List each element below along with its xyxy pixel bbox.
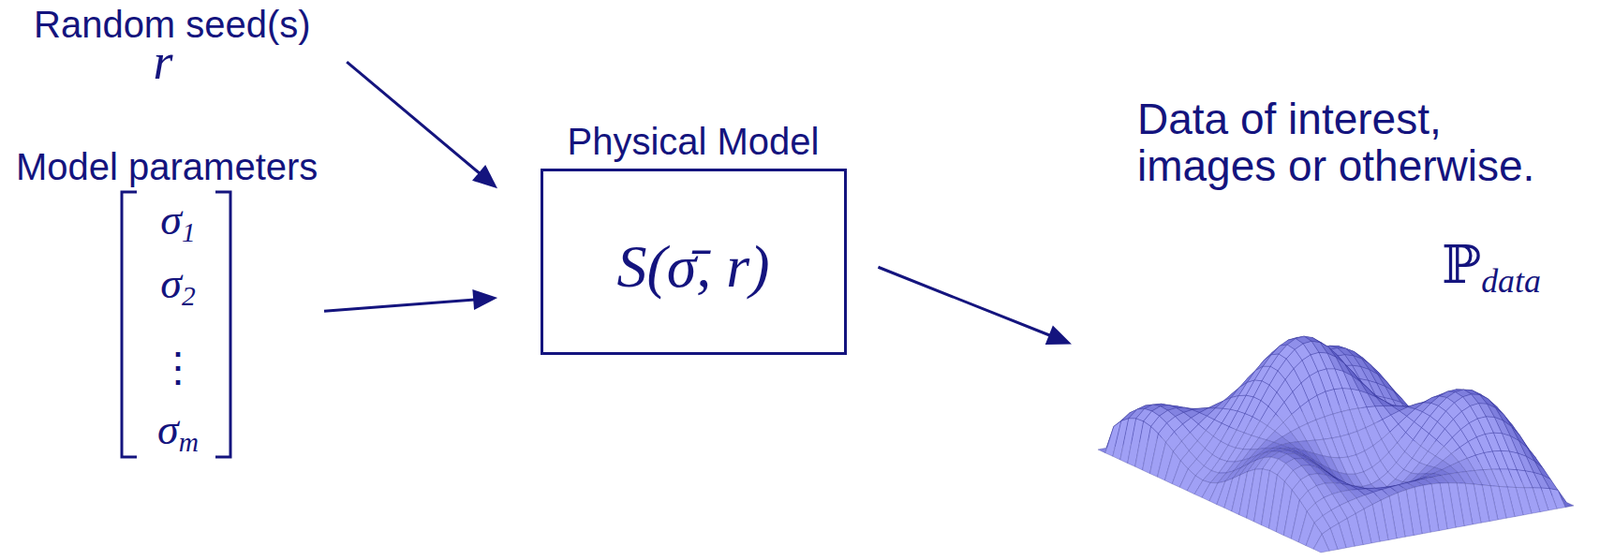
arrow-head xyxy=(1045,325,1072,345)
symbol-subscript: m xyxy=(178,427,199,458)
arrow-line xyxy=(324,299,479,312)
parameter-vector: Model parametersσ1σ2⋮σm xyxy=(13,145,325,461)
distribution-symbol: ℙdata xyxy=(1441,237,1541,300)
matrix-bracket xyxy=(215,192,231,458)
symbol-base: σ xyxy=(157,405,179,454)
symbol-subscript: 2 xyxy=(181,281,196,312)
surface-plot xyxy=(1097,336,1574,553)
math-symbol: r xyxy=(152,36,173,88)
symbol-base: σ xyxy=(160,259,182,308)
flow-arrow xyxy=(324,289,498,312)
flow-arrow xyxy=(877,266,1072,345)
symbol-base: σ xyxy=(160,195,182,244)
vector-entry: σm xyxy=(157,405,199,460)
output-label: Data of interest, images or otherwise. xyxy=(1137,95,1559,190)
model-formula: S(σ̄, r) xyxy=(616,234,770,300)
vector-ellipsis: ⋮ xyxy=(157,343,199,391)
symbol-base: ℙ xyxy=(1441,234,1482,296)
surface-facet xyxy=(1313,533,1330,553)
arrow-line xyxy=(877,266,1054,338)
input-label: Model parameters xyxy=(15,145,318,189)
flow-arrow xyxy=(346,61,498,189)
symbol-subscript: 1 xyxy=(181,217,196,248)
vector-entry: σ1 xyxy=(160,195,195,250)
input-group: Random seed(s)r xyxy=(26,0,326,89)
data-output: Data of interest, images or otherwise. ℙd… xyxy=(1096,93,1597,559)
matrix-bracket xyxy=(121,192,137,458)
arrow-line xyxy=(346,61,484,177)
vector-entry: σ2 xyxy=(160,259,195,313)
process-box: Physical ModelS(σ̄, r) xyxy=(540,168,847,356)
arrow-head xyxy=(472,289,498,311)
box-heading: Physical Model xyxy=(566,119,819,163)
arrow-head xyxy=(472,164,498,189)
symbol-subscript: data xyxy=(1481,262,1541,300)
